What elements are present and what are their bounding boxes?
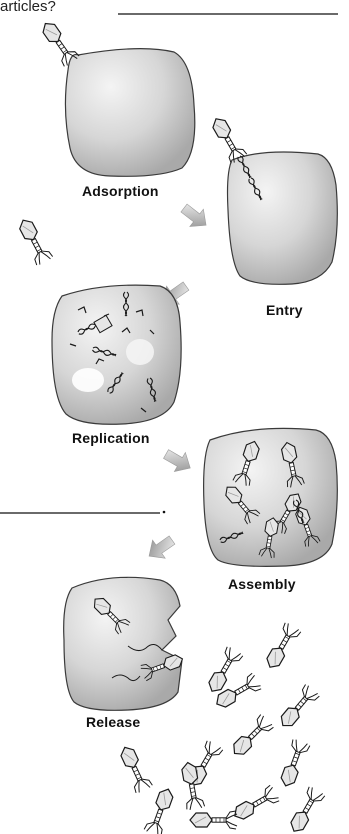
label-assembly: Assembly [228,576,296,592]
label-entry: Entry [266,302,303,318]
phage-free [15,216,53,266]
arrow-assembly-to-release [143,531,179,565]
label-adsorption: Adsorption [82,183,159,199]
label-replication: Replication [72,430,150,446]
arrow-replication-to-assembly [161,444,196,477]
arrow-adsorption-to-entry [177,199,213,234]
cell-adsorption [65,49,194,177]
label-release: Release [86,714,140,730]
cell-replication [52,285,181,424]
cell-release [64,577,182,710]
